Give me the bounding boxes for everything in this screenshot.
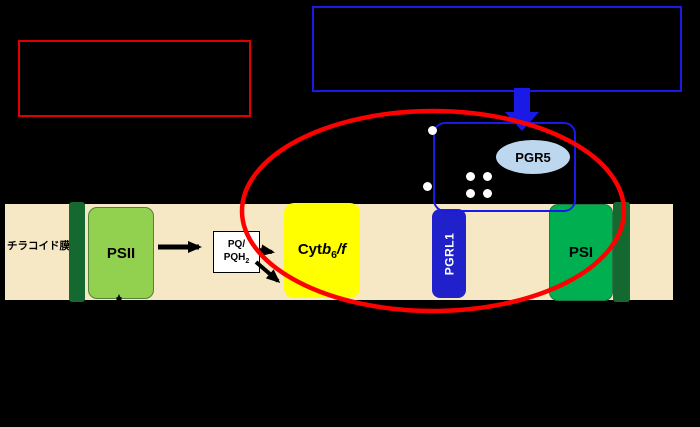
electron-dot [428, 126, 437, 135]
pgr5-label: PGR5 [515, 149, 551, 165]
pgr5-protein: PGR5 [494, 138, 572, 176]
pq-line2: PQH2 [223, 251, 250, 265]
pq-line1: PQ/ [227, 238, 246, 250]
cytb6f-label: Cytb6/f [297, 240, 347, 261]
blue-annotation-box [312, 6, 682, 92]
electron-dot [466, 189, 475, 198]
psii-complex: PSII [88, 207, 154, 299]
pgrl1-complex: PGRL1 [432, 209, 466, 298]
pgrl1-label: PGRL1 [442, 232, 457, 275]
plastoquinone-box: PQ/ PQH2 [213, 231, 260, 273]
membrane-label: チラコイド膜 [7, 240, 70, 252]
electron-dot [423, 182, 432, 191]
psi-complex: PSI [549, 204, 613, 301]
cytb6f-complex: Cytb6/f [284, 203, 360, 298]
red-annotation-box [18, 40, 251, 117]
electron-dot [466, 172, 475, 181]
membrane-protein-bar-right [613, 202, 630, 302]
electron-dot [483, 189, 492, 198]
psi-label: PSI [568, 244, 594, 261]
electron-dot [483, 172, 492, 181]
psii-label: PSII [106, 244, 136, 262]
membrane-protein-bar-left [69, 202, 85, 302]
